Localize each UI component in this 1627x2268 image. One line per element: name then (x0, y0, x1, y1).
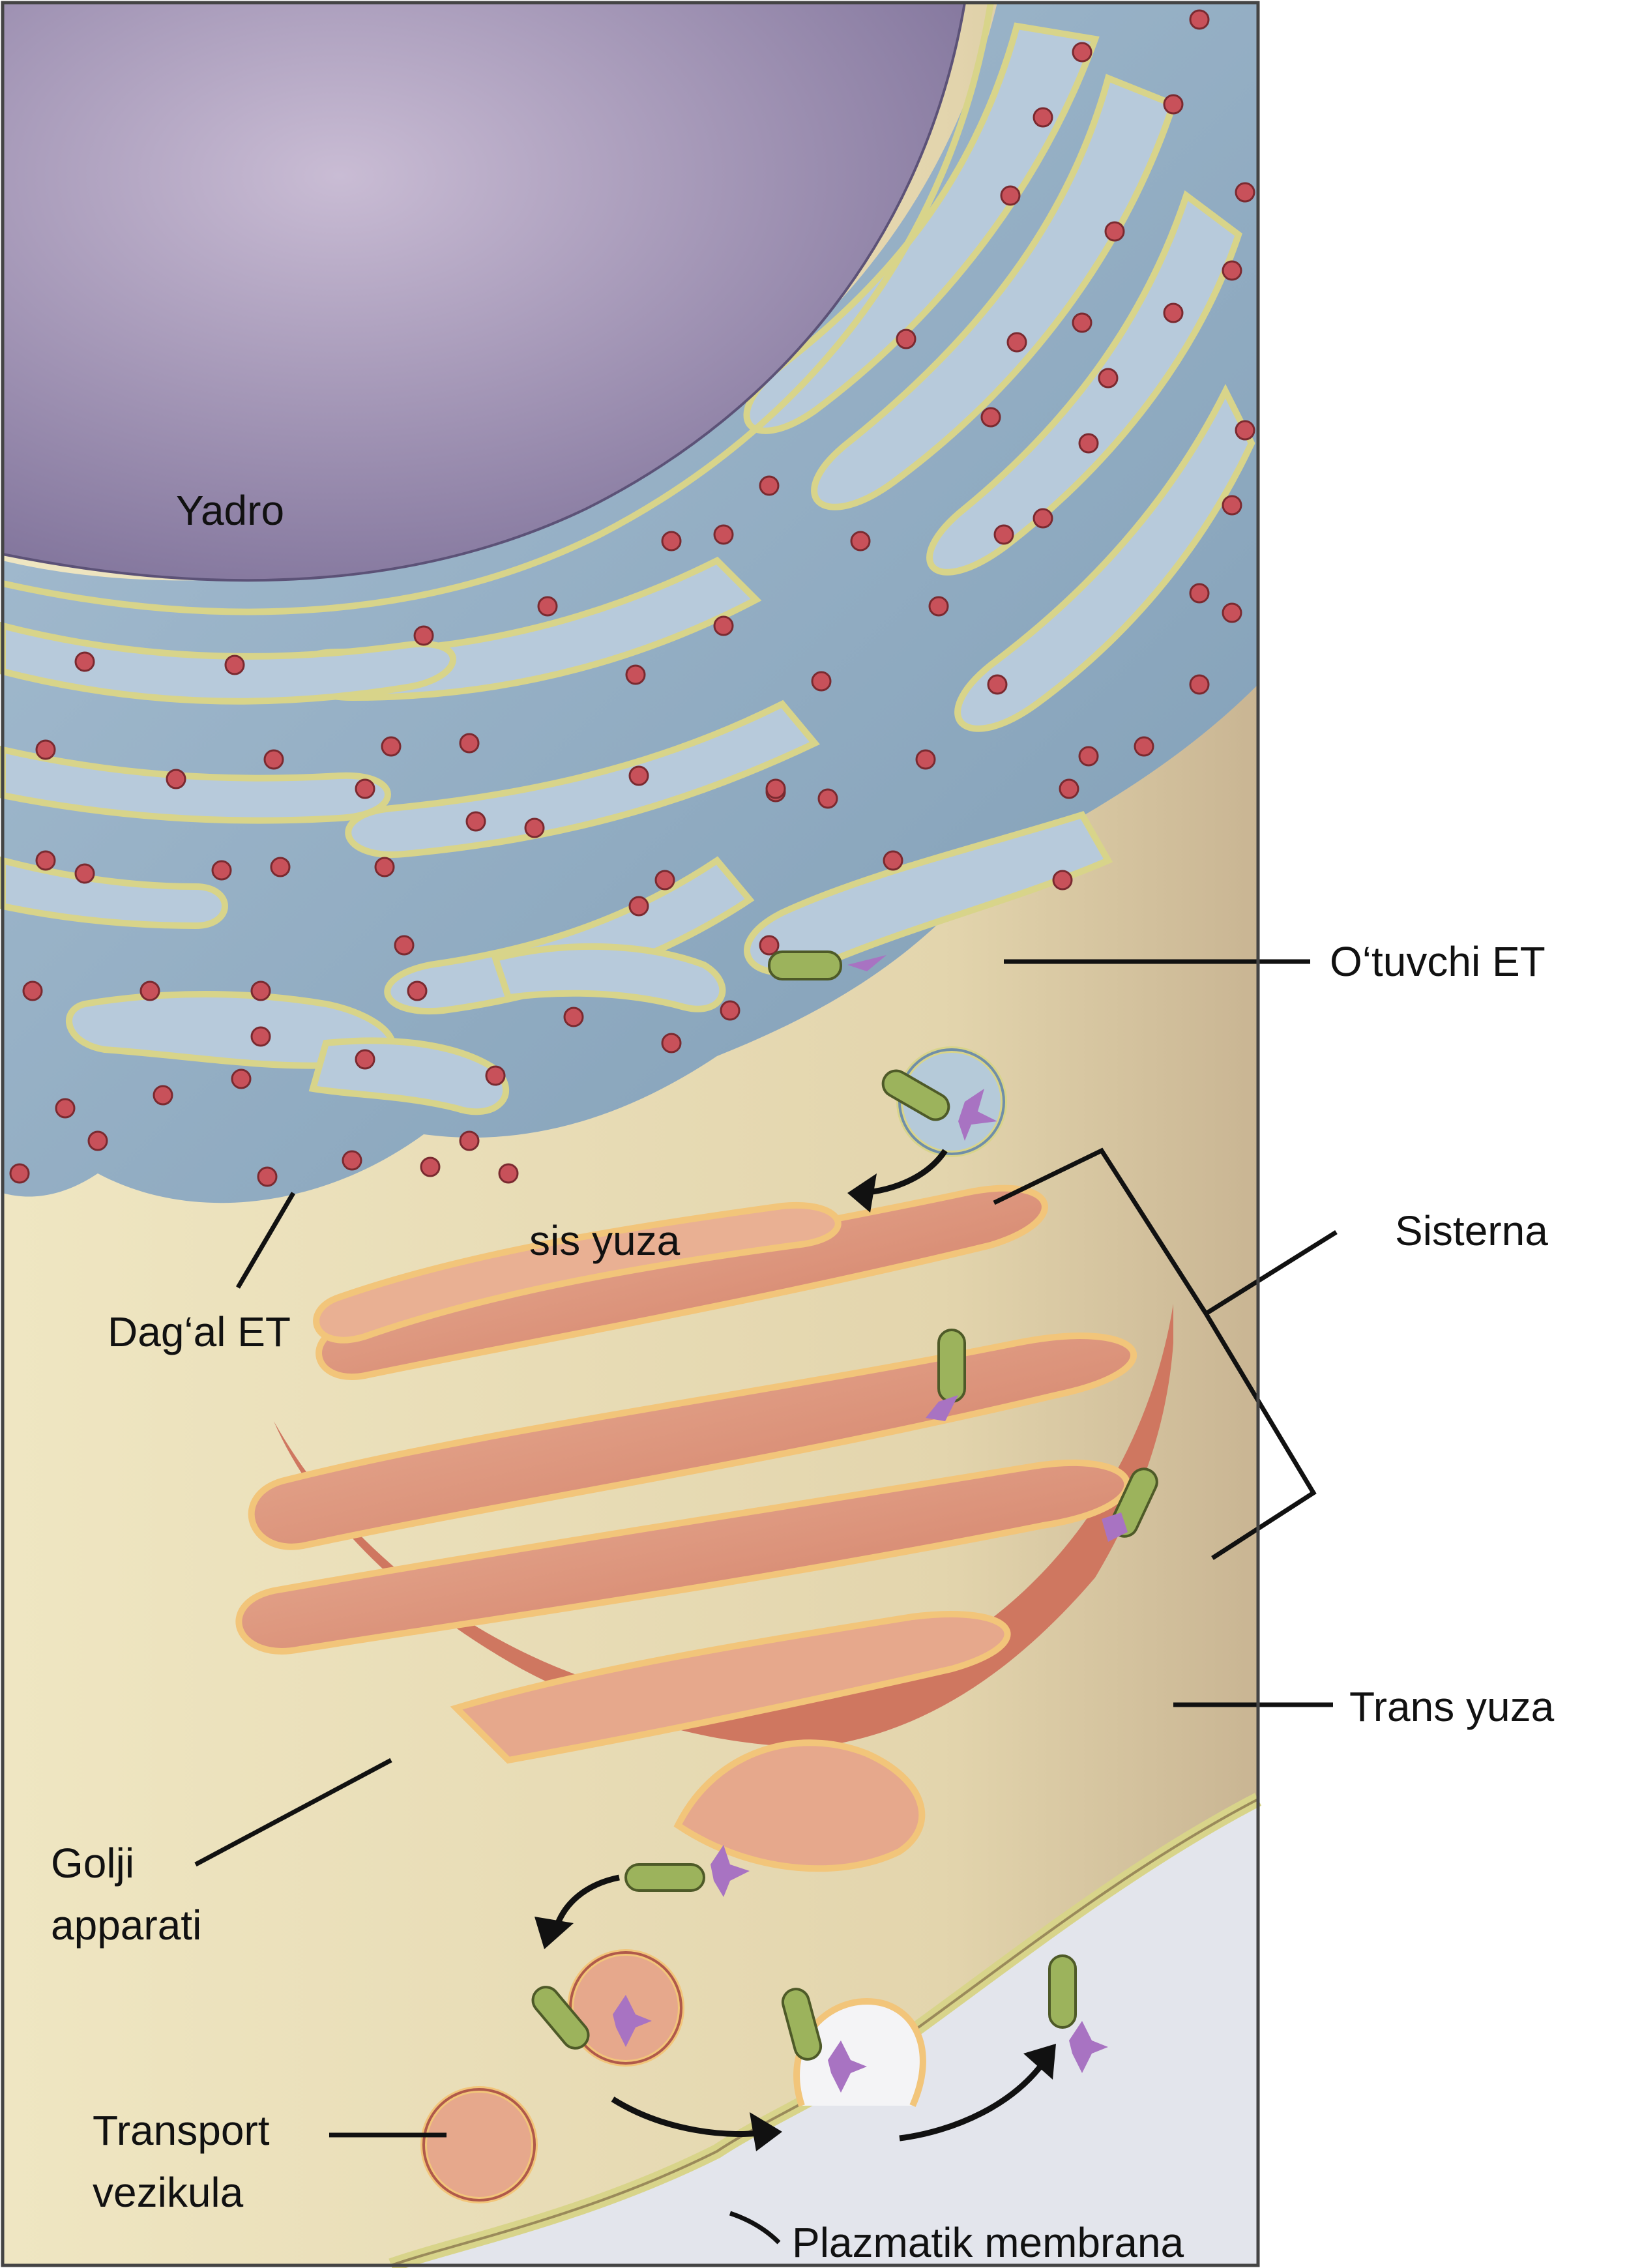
nucleus (3, 3, 965, 581)
label-sisterna: Sisterna (1395, 1207, 1548, 1254)
panel-frame (1, 1, 1260, 2267)
label-yadro: Yadro (176, 487, 284, 534)
label-golji-line2: apparati (51, 1902, 201, 1949)
leader-lines (194, 959, 1338, 2245)
extracellular-space (391, 1799, 1258, 2265)
cargo-proteins (531, 950, 1158, 2093)
er-cisternae (0, 22, 1255, 1115)
label-transport-line1: Transport (93, 2107, 270, 2154)
label-trans-yuza: Trans yuza (1349, 1683, 1555, 1730)
label-transport-line2: vezikula (93, 2169, 244, 2216)
arrow-heads (535, 1173, 1056, 2151)
golgi-apparatus (235, 1185, 1173, 1872)
label-dagal-et: Dag‘al ET (108, 1308, 291, 1355)
label-plazmatik-membrana: Plazmatik membrana (792, 2219, 1184, 2266)
label-otuvchi-et: O‘tuvchi ET (1330, 938, 1546, 985)
label-golji-line1: Golji (51, 1840, 134, 1887)
ribosomes (9, 9, 1255, 1187)
label-sis-yuza: sis yuza (529, 1217, 681, 1264)
